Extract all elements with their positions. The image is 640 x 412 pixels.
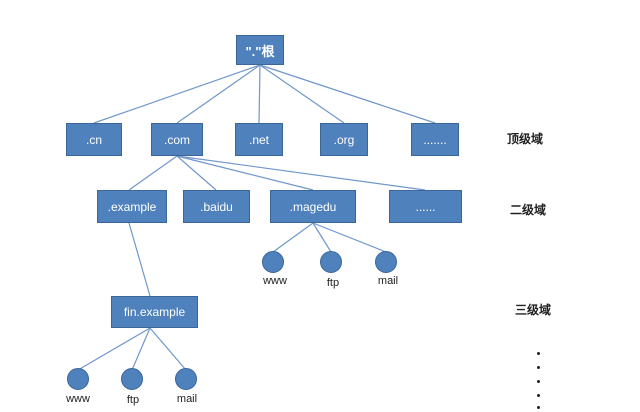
edge-root-cn	[93, 64, 261, 124]
edge-com-magedu	[176, 155, 314, 191]
third-level-node-fin-example: fin.example	[111, 296, 198, 328]
fin-host-label-www: www	[66, 393, 90, 405]
sld-node-label: .magedu	[289, 199, 337, 214]
level-label-second: 二级域	[510, 203, 547, 217]
tld-node-label: .net	[248, 132, 269, 147]
tld-node-label: .com	[163, 132, 190, 147]
tld-node-label: .......	[423, 132, 447, 147]
tld-node-cn: .cn	[66, 123, 122, 156]
host-label-www: www	[263, 275, 287, 287]
sld-node-example: .example	[97, 190, 167, 223]
continuation-dot	[537, 406, 540, 409]
edge-root-net	[258, 64, 261, 124]
fin-host-label-ftp: ftp	[126, 394, 140, 406]
level-label-top: 顶级域	[507, 132, 544, 146]
edge-com-baidu	[176, 155, 217, 191]
edge-com-example	[128, 155, 178, 191]
sld-node-label: ......	[415, 199, 436, 214]
edge-fin-mail	[149, 327, 187, 371]
tld-node-com: .com	[151, 123, 203, 156]
edge-magedu-www	[272, 222, 314, 253]
host-node-ftp	[320, 251, 342, 273]
host-label-ftp: ftp	[326, 277, 340, 289]
sld-node-magedu: .magedu	[270, 190, 356, 223]
edge-root-more	[259, 64, 436, 124]
fin-host-node-mail	[175, 368, 197, 390]
edge-example-fin	[128, 222, 151, 297]
fin-host-node-ftp	[121, 368, 143, 390]
edge-magedu-mail	[312, 222, 387, 253]
host-node-www	[262, 251, 284, 273]
tld-node-more: .......	[411, 123, 459, 156]
continuation-dot	[537, 352, 540, 355]
third-level-node-label: fin.example	[123, 305, 186, 319]
tld-node-net: .net	[235, 123, 283, 156]
sld-node-label: .example	[107, 199, 157, 214]
tld-node-label: .org	[333, 132, 355, 147]
edge-magedu-ftp	[312, 222, 332, 253]
edge-fin-www	[77, 327, 151, 371]
edge-root-org	[259, 64, 345, 124]
root-node: "."根	[236, 35, 284, 65]
continuation-dot	[537, 366, 540, 369]
level-label-third: 三级域	[515, 303, 552, 317]
fin-host-node-www	[67, 368, 89, 390]
continuation-dot	[537, 380, 540, 383]
edge-root-com	[176, 64, 261, 124]
host-node-mail	[375, 251, 397, 273]
sld-node-label: .baidu	[200, 199, 233, 214]
tld-node-org: .org	[320, 123, 368, 156]
continuation-dot	[537, 394, 540, 397]
sld-node-more: ......	[389, 190, 462, 223]
fin-host-label-mail: mail	[176, 393, 198, 405]
tld-node-label: .cn	[85, 132, 102, 147]
root-node-label: "."根	[245, 43, 275, 59]
sld-node-baidu: .baidu	[183, 190, 250, 223]
edge-fin-ftp	[131, 327, 151, 371]
edge-com-more	[176, 155, 426, 191]
host-label-mail: mail	[377, 275, 399, 287]
